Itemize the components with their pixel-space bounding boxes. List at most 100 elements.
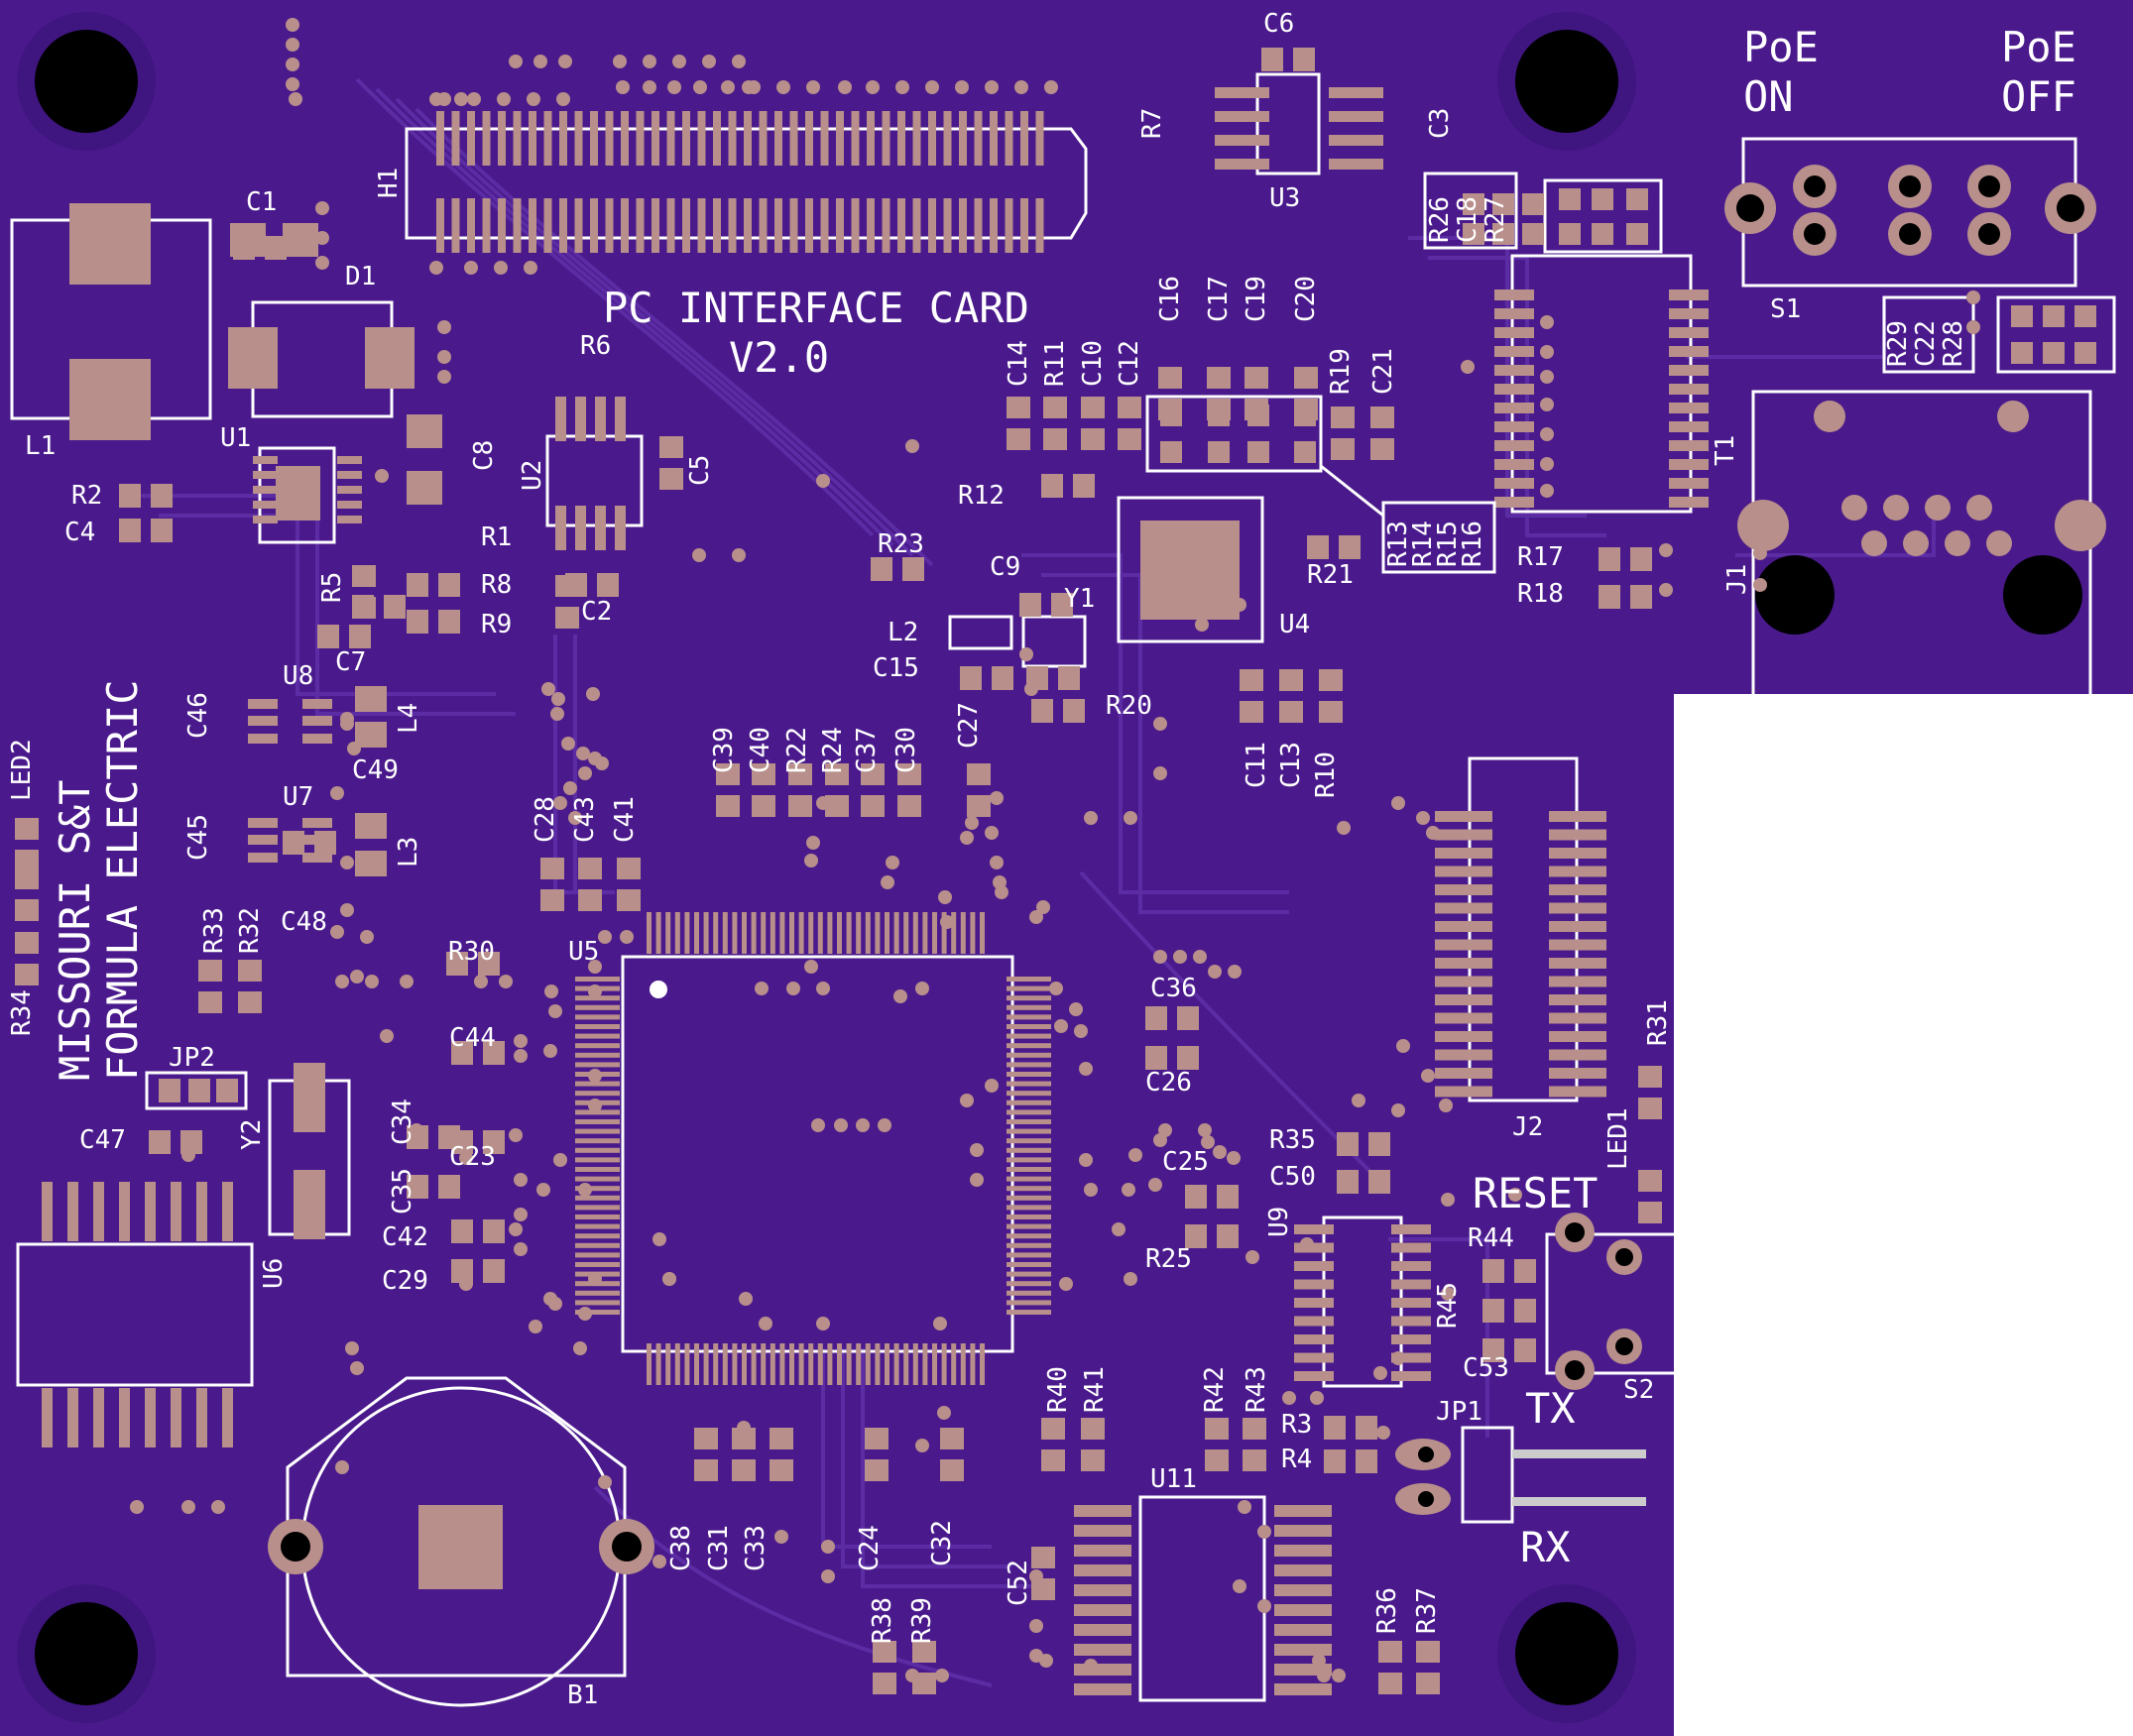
label-r40: R40 [1043, 1366, 1073, 1413]
u5-pin [885, 1343, 889, 1385]
via [1036, 900, 1050, 914]
u5-pin [856, 1343, 862, 1385]
smd-pad [483, 1219, 505, 1243]
via [286, 38, 299, 52]
h1-pin [543, 198, 552, 253]
u5-pin [575, 1157, 620, 1163]
u5-pin [970, 912, 976, 954]
via [1245, 1250, 1259, 1264]
u11-pin [1074, 1644, 1131, 1656]
label-jp2: JP2 [169, 1043, 215, 1073]
via [1396, 1039, 1410, 1053]
label-c25: C25 [1162, 1147, 1209, 1177]
j1-pin [1986, 530, 2012, 556]
via [1753, 578, 1767, 592]
u5-pin [893, 912, 899, 954]
u5-pin [1007, 1290, 1051, 1296]
smd-pad [1368, 1170, 1390, 1194]
label-c3: C3 [1425, 108, 1455, 139]
u1-pin [337, 486, 362, 494]
smd-pad [1007, 397, 1030, 418]
via [1540, 370, 1554, 384]
via [544, 984, 558, 998]
u5-pin [1007, 1310, 1051, 1315]
u5-pin [1007, 1157, 1051, 1163]
smd-pad [578, 858, 602, 879]
u5-pin [951, 1343, 957, 1385]
u5-pin [1007, 1176, 1051, 1182]
smd-pad [770, 1459, 793, 1481]
smd-pad [1522, 223, 1544, 245]
j1-pin [1841, 495, 1867, 521]
label-c6: C6 [1263, 9, 1294, 39]
u-pin [302, 716, 332, 726]
label-c42: C42 [382, 1222, 428, 1252]
via [1039, 1654, 1053, 1668]
via [514, 1242, 528, 1256]
label-r33: R33 [199, 907, 229, 954]
via [1153, 950, 1167, 964]
smd-pad [1207, 367, 1231, 389]
via [878, 1118, 891, 1132]
u5-pin [1007, 1072, 1051, 1077]
smd-pad [1559, 223, 1581, 245]
h1-pin [513, 111, 522, 166]
u11-pin [1274, 1525, 1332, 1537]
j2-pin [1435, 1012, 1492, 1024]
label-c1: C1 [246, 187, 277, 217]
smd-pad [555, 607, 579, 629]
via [1508, 1188, 1522, 1202]
j2-pin [1549, 1012, 1606, 1024]
h1-pin [652, 111, 659, 166]
u11-pin [1274, 1505, 1332, 1517]
u5-pin [575, 1024, 620, 1029]
via [1084, 811, 1098, 825]
smd-pad [1638, 1202, 1662, 1223]
via [181, 1148, 195, 1162]
h1-pin [543, 111, 552, 166]
smd-pad [1356, 1416, 1377, 1440]
h1-pin [498, 111, 506, 166]
via [533, 55, 547, 68]
smd-pad [1243, 1418, 1266, 1440]
via [598, 1475, 612, 1489]
h1-pin [621, 111, 629, 166]
u5-pin [575, 1052, 620, 1058]
via [1198, 1123, 1212, 1137]
via [578, 766, 592, 780]
label-c20: C20 [1291, 276, 1321, 322]
smd-pad [1007, 428, 1030, 450]
h1-pin [682, 198, 690, 253]
box-r13-group [1381, 501, 1496, 574]
j2-pin [1435, 884, 1492, 895]
smd-pad [1177, 1046, 1199, 1070]
smd-pad [1031, 1578, 1055, 1600]
h1-pin [974, 198, 983, 253]
u11-pin [1274, 1584, 1332, 1596]
via [553, 1153, 567, 1167]
smd-pad [352, 595, 374, 619]
u5-pin [885, 912, 889, 954]
smd-pad [1522, 193, 1544, 215]
via [474, 975, 488, 988]
smd-pad [15, 964, 39, 985]
u5-pin [722, 1343, 728, 1385]
u-pin [248, 835, 278, 845]
u5-pin [575, 1081, 620, 1087]
u9-pin [1294, 1298, 1334, 1308]
via [1213, 1145, 1227, 1159]
u5-pin [960, 1343, 966, 1385]
smd-pad [1463, 223, 1484, 245]
smd-pad [1293, 48, 1315, 71]
u-pin [302, 818, 332, 828]
smd-pad [1319, 701, 1343, 723]
u-pin [248, 716, 278, 726]
u2-pin [555, 506, 566, 550]
label-r41: R41 [1080, 1366, 1110, 1413]
smd-pad [716, 763, 740, 785]
label-c10: C10 [1078, 340, 1108, 387]
cap-pad [407, 471, 442, 505]
via [1312, 1654, 1326, 1668]
via [1659, 543, 1673, 557]
via [459, 1277, 473, 1291]
